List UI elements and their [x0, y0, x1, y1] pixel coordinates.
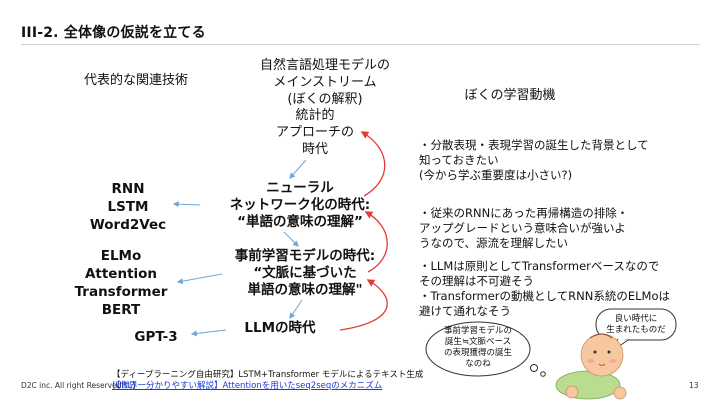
motivation-note-3: ・LLMは原則としてTransformerベースなので その理解は不可避そう ・… [419, 259, 689, 319]
note2-line-1: ・従来のRNNにあった再帰構造の排除・ [419, 206, 629, 220]
center-header-line-3: (ぼくの解釈) [287, 92, 363, 107]
flow-arrow-3 [289, 299, 303, 319]
center-header-line-2: メインストリーム [273, 75, 377, 90]
tech-group-neural: RNN LSTM Word2Vec [86, 180, 170, 234]
thought-line-3: の表現獲得の誕生 [443, 348, 512, 358]
stage1-line-1: 統計的 [295, 108, 335, 123]
thought-bubble-text: 事前学習モデルの 誕生≒文脈ベース の表現獲得の誕生 なのね [432, 326, 524, 370]
stage2-line-3: “単語の意味の理解” [237, 214, 363, 230]
reference-line-2: 【世界一分かりやすい解説】Attentionを用いたseq2seqのメカニズム [112, 381, 432, 392]
baby-cheek-right [609, 359, 617, 363]
stage-statistical: 統計的 アプローチの 時代 [255, 107, 375, 158]
stage-pretrained: 事前学習モデルの時代: “文脈に基づいた 単語の意味の理解" [205, 248, 405, 299]
baby-eye-right [607, 350, 611, 354]
note2-line-3: うなので、源流を理解したい [419, 236, 569, 250]
center-column-header: 自然言語処理モデルの メインストリーム (ぼくの解釈) [240, 57, 410, 108]
thought-line-4: なのね [465, 359, 491, 369]
page-number: 13 [689, 381, 699, 390]
note1-line-3: (今から学ぶ重要度は小さい?) [419, 168, 573, 182]
baby-body [555, 370, 621, 400]
tech-transformer: Transformer [74, 284, 168, 300]
note3-line-3: ・Transformerの動機としてRNN系統のELMoは [419, 289, 670, 303]
tech-attention: Attention [84, 266, 158, 282]
left-column-header: 代表的な関連技術 [83, 73, 188, 88]
stage3-line-1: 事前学習モデルの時代: [234, 248, 376, 264]
thought-line-1: 事前学習モデルの [443, 326, 512, 336]
stage-llm: LLMの時代 [244, 320, 316, 336]
tech-rnn: RNN [111, 181, 145, 197]
speech-line-1: 良い時代に [614, 314, 658, 324]
stage-neural: ニューラル ネットワーク化の時代: “単語の意味の理解” [200, 180, 400, 231]
thought-dot-2 [540, 371, 546, 377]
motivation-note-2: ・従来のRNNにあった再帰構造の排除・ アップグレードという意味合いが強いよ う… [419, 206, 679, 251]
stage3-line-3: 単語の意味の理解" [247, 282, 363, 298]
baby-eye-left [593, 350, 597, 354]
baby-hand-left [565, 385, 579, 399]
tech-elmo: ELMo [100, 248, 142, 264]
baby-hand-right [613, 386, 627, 400]
reference-2-link[interactable]: 【世界一分かりやすい解説】Attentionを用いたseq2seqのメカニズム [112, 381, 383, 391]
motivation-note-1: ・分散表現・表現学習の誕生した背景として 知っておきたい (今から学ぶ重要度は小… [419, 138, 679, 183]
note2-line-2: アップグレードという意味合いが強いよ [419, 221, 626, 235]
tech-bert: BERT [101, 302, 141, 318]
title-divider [21, 44, 700, 45]
reference-1-suffix: ) [132, 381, 136, 391]
thought-line-2: 誕生≒文脈ベース [444, 337, 512, 347]
baby-head [580, 333, 624, 377]
thought-dot-1 [530, 364, 538, 372]
stage2-line-1: ニューラル [266, 180, 334, 196]
footer-company: D2C inc. All right Reserved [21, 381, 122, 390]
tech-group-pretrained: ELMo Attention Transformer BERT [66, 247, 176, 319]
stage1-line-2: アプローチの [275, 125, 354, 140]
note3-line-1: ・LLMは原則としてTransformerベースなので [419, 259, 660, 273]
tech-arrow-1 [172, 201, 201, 208]
stage1-line-3: 時代 [301, 142, 328, 157]
stage2-line-2: ネットワーク化の時代: [229, 197, 371, 213]
note1-line-2: 知っておきたい [419, 153, 499, 167]
stage3-line-2: “文脈に基づいた [253, 265, 357, 281]
tech-gpt3: GPT-3 [134, 329, 178, 345]
reference-1-url-link[interactable]: URL [115, 381, 133, 391]
baby-illustration [555, 333, 627, 400]
note3-line-4: 避けて通れなそう [419, 304, 511, 318]
flow-arrow-2 [283, 231, 299, 247]
flow-arrow-1 [289, 159, 307, 179]
baby-cheek-left [587, 359, 595, 363]
tech-lstm: LSTM [107, 199, 149, 215]
tech-word2vec: Word2Vec [89, 217, 167, 233]
reference-line-1: 【ディープラーニング自由研究】LSTM+Transformer モデルによるテキ… [112, 370, 432, 392]
center-header-line-1: 自然言語処理モデルの [259, 58, 390, 73]
speech-line-2: 生まれたものだ [606, 325, 666, 335]
speech-bubble-tail [611, 338, 629, 352]
speech-bubble-text: 良い時代に 生まれたものだ [598, 314, 674, 336]
slide-title: III-2. 全体像の仮説を立てる [21, 25, 206, 41]
note1-line-1: ・分散表現・表現学習の誕生した背景として [419, 138, 649, 152]
right-column-header: ぼくの学習動機 [464, 88, 556, 103]
reference-1-text: 【ディープラーニング自由研究】LSTM+Transformer モデルによるテキ… [112, 370, 424, 391]
baby-mouth [598, 363, 606, 366]
note3-line-2: その理解は不可避そう [419, 274, 534, 288]
